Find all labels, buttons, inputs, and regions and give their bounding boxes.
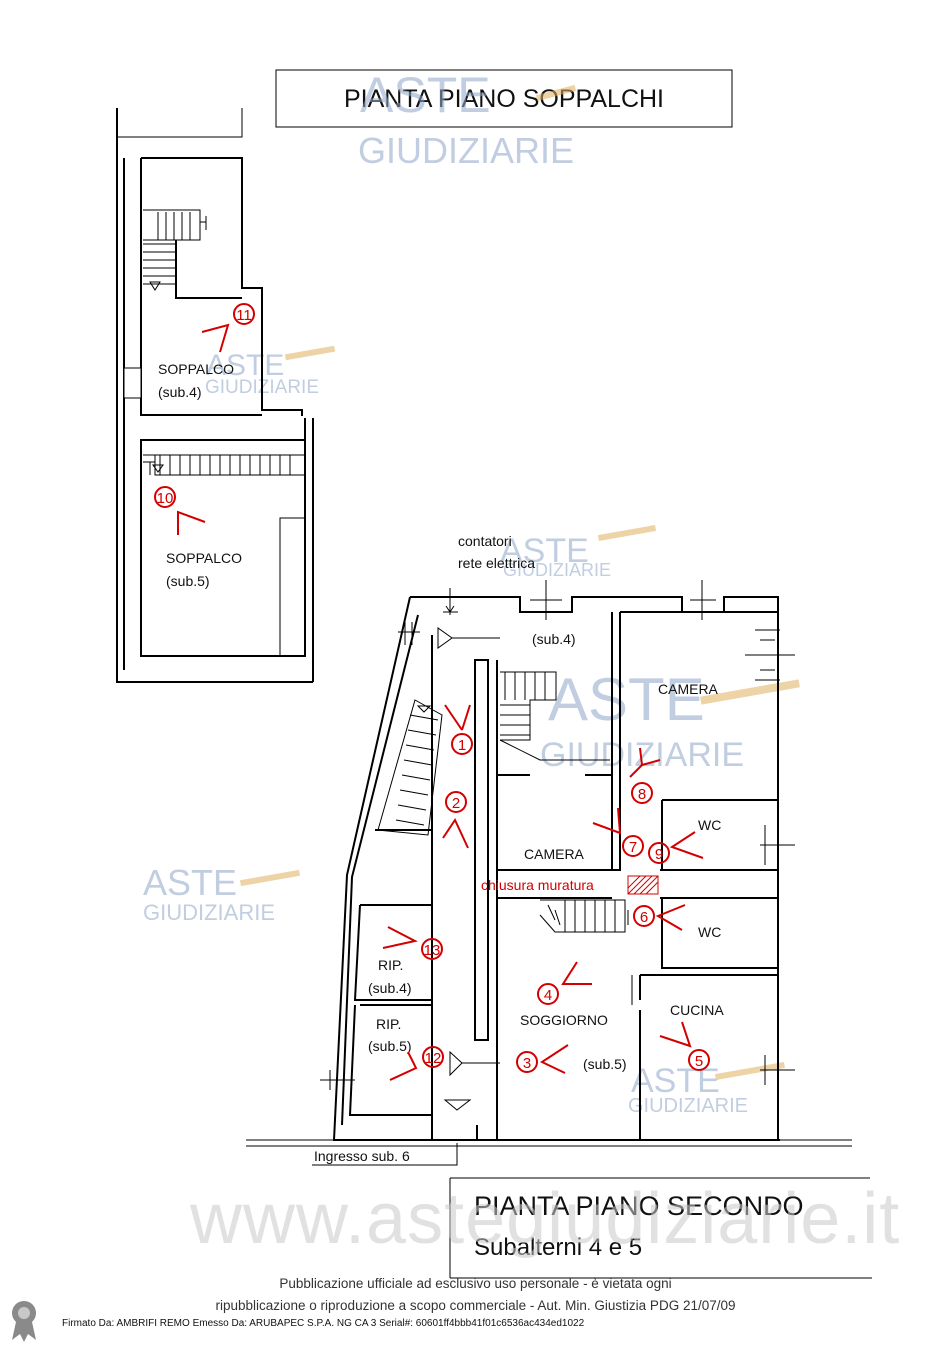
title-bottom-frame bbox=[449, 1177, 872, 1279]
room-rip-5-sub: (sub.5) bbox=[368, 1038, 412, 1054]
watermark-site: www.astegiudiziarie.it bbox=[190, 1179, 901, 1259]
svg-text:ASTE: ASTE bbox=[360, 67, 491, 123]
title-top: PIANTA PIANO SOPPALCHI bbox=[344, 85, 664, 113]
room-cucina: CUCINA bbox=[670, 1002, 724, 1018]
svg-text:2: 2 bbox=[452, 795, 460, 812]
room-soppalco-5-name: SOPPALCO bbox=[166, 550, 242, 566]
title-bottom-line1: PIANTA PIANO SECONDO bbox=[474, 1191, 804, 1221]
room-camera-1: CAMERA bbox=[658, 681, 719, 697]
watermark-aste-logo: ASTE GIUDIZIARIE ASTE GIUDIZIARIE ASTE G… bbox=[143, 67, 800, 1117]
ingresso-label: Ingresso sub. 6 bbox=[314, 1148, 410, 1164]
svg-text:10: 10 bbox=[157, 490, 174, 507]
photo-marker: 9 bbox=[648, 831, 704, 864]
room-soppalco-4-sub: (sub.4) bbox=[158, 384, 202, 400]
seal-icon bbox=[12, 1301, 36, 1342]
plan-soppalchi bbox=[116, 108, 314, 683]
room-soppalco-5-sub: (sub.5) bbox=[166, 573, 210, 589]
room-soppalco-4-name: SOPPALCO bbox=[158, 361, 234, 377]
chiusura-muratura-label: chiusura muratura bbox=[481, 877, 594, 893]
svg-text:ASTE: ASTE bbox=[500, 532, 589, 570]
svg-text:4: 4 bbox=[544, 987, 552, 1004]
photo-marker: 11 bbox=[201, 303, 255, 353]
contatori-label-2: rete elettrica bbox=[458, 555, 535, 571]
photo-marker: 3 bbox=[516, 1044, 569, 1074]
room-camera-2: CAMERA bbox=[524, 846, 585, 862]
photo-marker: 7 bbox=[592, 807, 644, 857]
photo-marker: 5 bbox=[659, 1021, 710, 1071]
svg-text:ASTE: ASTE bbox=[548, 666, 705, 733]
photo-marker: 2 bbox=[442, 791, 469, 849]
svg-text:7: 7 bbox=[629, 839, 637, 856]
room-rip-4-sub: (sub.4) bbox=[368, 980, 412, 996]
contatori-label-1: contatori bbox=[458, 533, 512, 549]
plan-secondo bbox=[246, 580, 852, 1166]
photo-marker: 1 bbox=[444, 704, 473, 755]
svg-text:8: 8 bbox=[638, 786, 646, 803]
svg-text:9: 9 bbox=[655, 846, 663, 863]
photo-marker: 6 bbox=[633, 904, 686, 931]
photo-marker: 13 bbox=[382, 926, 443, 960]
photo-marker: 8 bbox=[629, 747, 661, 804]
room-rip-5-name: RIP. bbox=[376, 1016, 401, 1032]
svg-text:GIUDIZIARIE: GIUDIZIARIE bbox=[540, 736, 744, 774]
room-sub4-label: (sub.4) bbox=[532, 631, 576, 647]
svg-text:11: 11 bbox=[236, 307, 252, 324]
svg-text:6: 6 bbox=[640, 909, 648, 926]
svg-text:GIUDIZIARIE: GIUDIZIARIE bbox=[358, 130, 574, 171]
svg-text:ASTE: ASTE bbox=[143, 862, 237, 903]
room-rip-4-name: RIP. bbox=[378, 957, 403, 973]
title-top-box bbox=[275, 69, 733, 128]
room-sub5-label: (sub.5) bbox=[583, 1056, 627, 1072]
room-soggiorno: SOGGIORNO bbox=[520, 1012, 608, 1028]
footer-line2: ripubblicazione o riproduzione a scopo c… bbox=[215, 1298, 736, 1313]
svg-text:GIUDIZIARIE: GIUDIZIARIE bbox=[503, 560, 611, 580]
svg-text:13: 13 bbox=[424, 942, 441, 959]
svg-text:3: 3 bbox=[523, 1055, 531, 1072]
photo-marker: 4 bbox=[537, 961, 592, 1005]
room-wc-2: WC bbox=[698, 924, 721, 940]
svg-text:ASTE: ASTE bbox=[206, 349, 284, 382]
photo-marker: 12 bbox=[389, 1046, 444, 1081]
svg-text:GIUDIZIARIE: GIUDIZIARIE bbox=[143, 900, 275, 925]
footer-line1: Pubblicazione ufficiale ad esclusivo uso… bbox=[279, 1276, 672, 1291]
room-wc-1: WC bbox=[698, 817, 721, 833]
photo-marker: 10 bbox=[154, 486, 206, 535]
svg-text:1: 1 bbox=[458, 737, 466, 754]
svg-text:GIUDIZIARIE: GIUDIZIARIE bbox=[628, 1095, 748, 1117]
svg-text:5: 5 bbox=[695, 1053, 703, 1070]
svg-text:12: 12 bbox=[425, 1050, 442, 1067]
title-bottom-line2: Subalterni 4 e 5 bbox=[474, 1234, 642, 1261]
footer-signature: Firmato Da: AMBRIFI REMO Emesso Da: ARUB… bbox=[62, 1318, 585, 1329]
